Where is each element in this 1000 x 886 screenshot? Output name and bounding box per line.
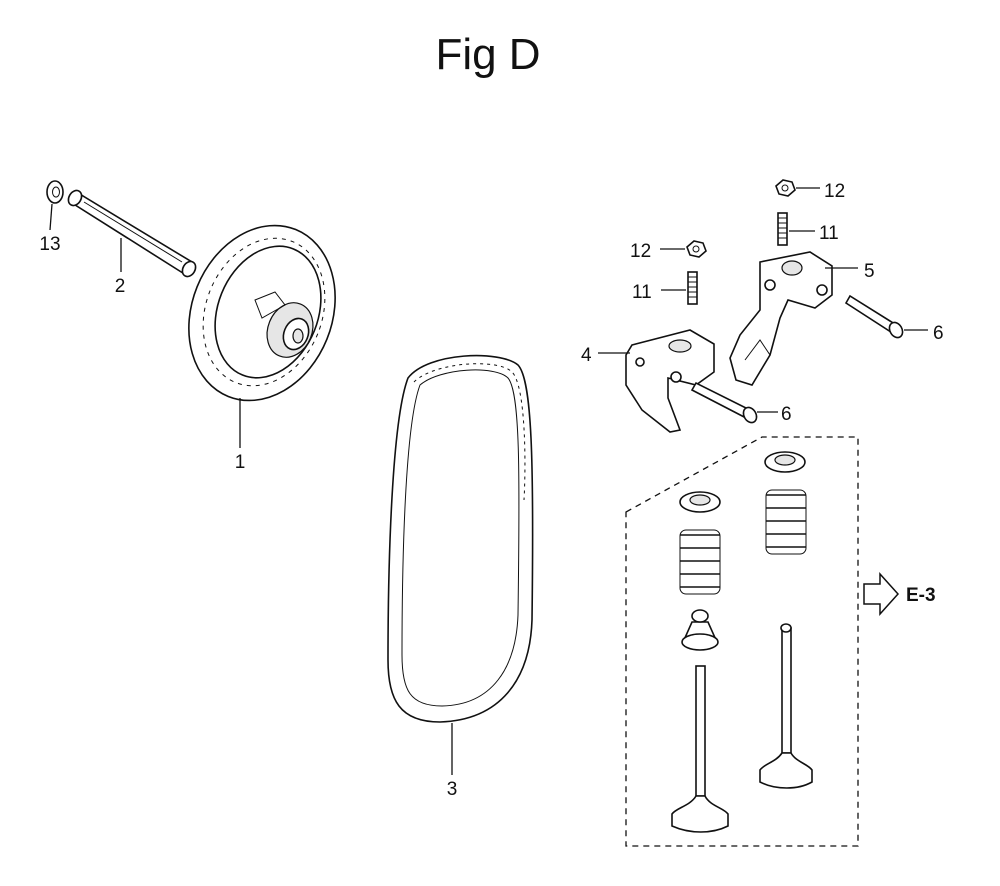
callout-3: 3: [447, 779, 458, 800]
stud-part-11-upper: [777, 212, 788, 246]
leader-line-13: [49, 203, 53, 231]
callout-12-upper: 12: [824, 181, 845, 202]
callout-13: 13: [39, 234, 60, 255]
callout-6-lower: 6: [781, 404, 792, 425]
rocker-arm-part-5: [729, 251, 833, 386]
timing-belt-part-3: [387, 354, 534, 723]
reference-arrow-icon: [863, 572, 900, 616]
nut-part-12-lower: [686, 240, 707, 258]
valve-retainer-left: [679, 491, 721, 513]
callout-1: 1: [235, 452, 246, 473]
reference-e3-label: E-3: [906, 585, 936, 606]
valve-stem-seal: [681, 609, 719, 651]
cam-pulley-part-1: [188, 224, 336, 402]
washer-part-13: [46, 180, 64, 204]
callout-4: 4: [581, 345, 592, 366]
callout-12-lower: 12: [630, 241, 651, 262]
valve-spring-left: [679, 529, 721, 595]
stud-part-11-lower: [687, 271, 698, 305]
valve-assembly-boundary: [625, 436, 859, 847]
callout-11-lower: 11: [632, 282, 652, 303]
callout-11-upper: 11: [819, 223, 839, 244]
rocker-arm-part-4: [625, 329, 715, 433]
valve-retainer-right: [764, 451, 806, 473]
callout-2: 2: [115, 276, 126, 297]
callout-5: 5: [864, 261, 875, 282]
valve-right: [759, 623, 813, 789]
valve-left: [671, 665, 729, 833]
shaft-part-2: [67, 189, 197, 278]
callout-6-upper: 6: [933, 323, 944, 344]
figure-title: Fig D: [435, 30, 541, 79]
pin-part-6-upper: [844, 294, 904, 339]
pin-part-6-lower: [690, 381, 758, 424]
nut-part-12-upper: [775, 179, 796, 197]
valve-spring-right: [765, 489, 807, 555]
